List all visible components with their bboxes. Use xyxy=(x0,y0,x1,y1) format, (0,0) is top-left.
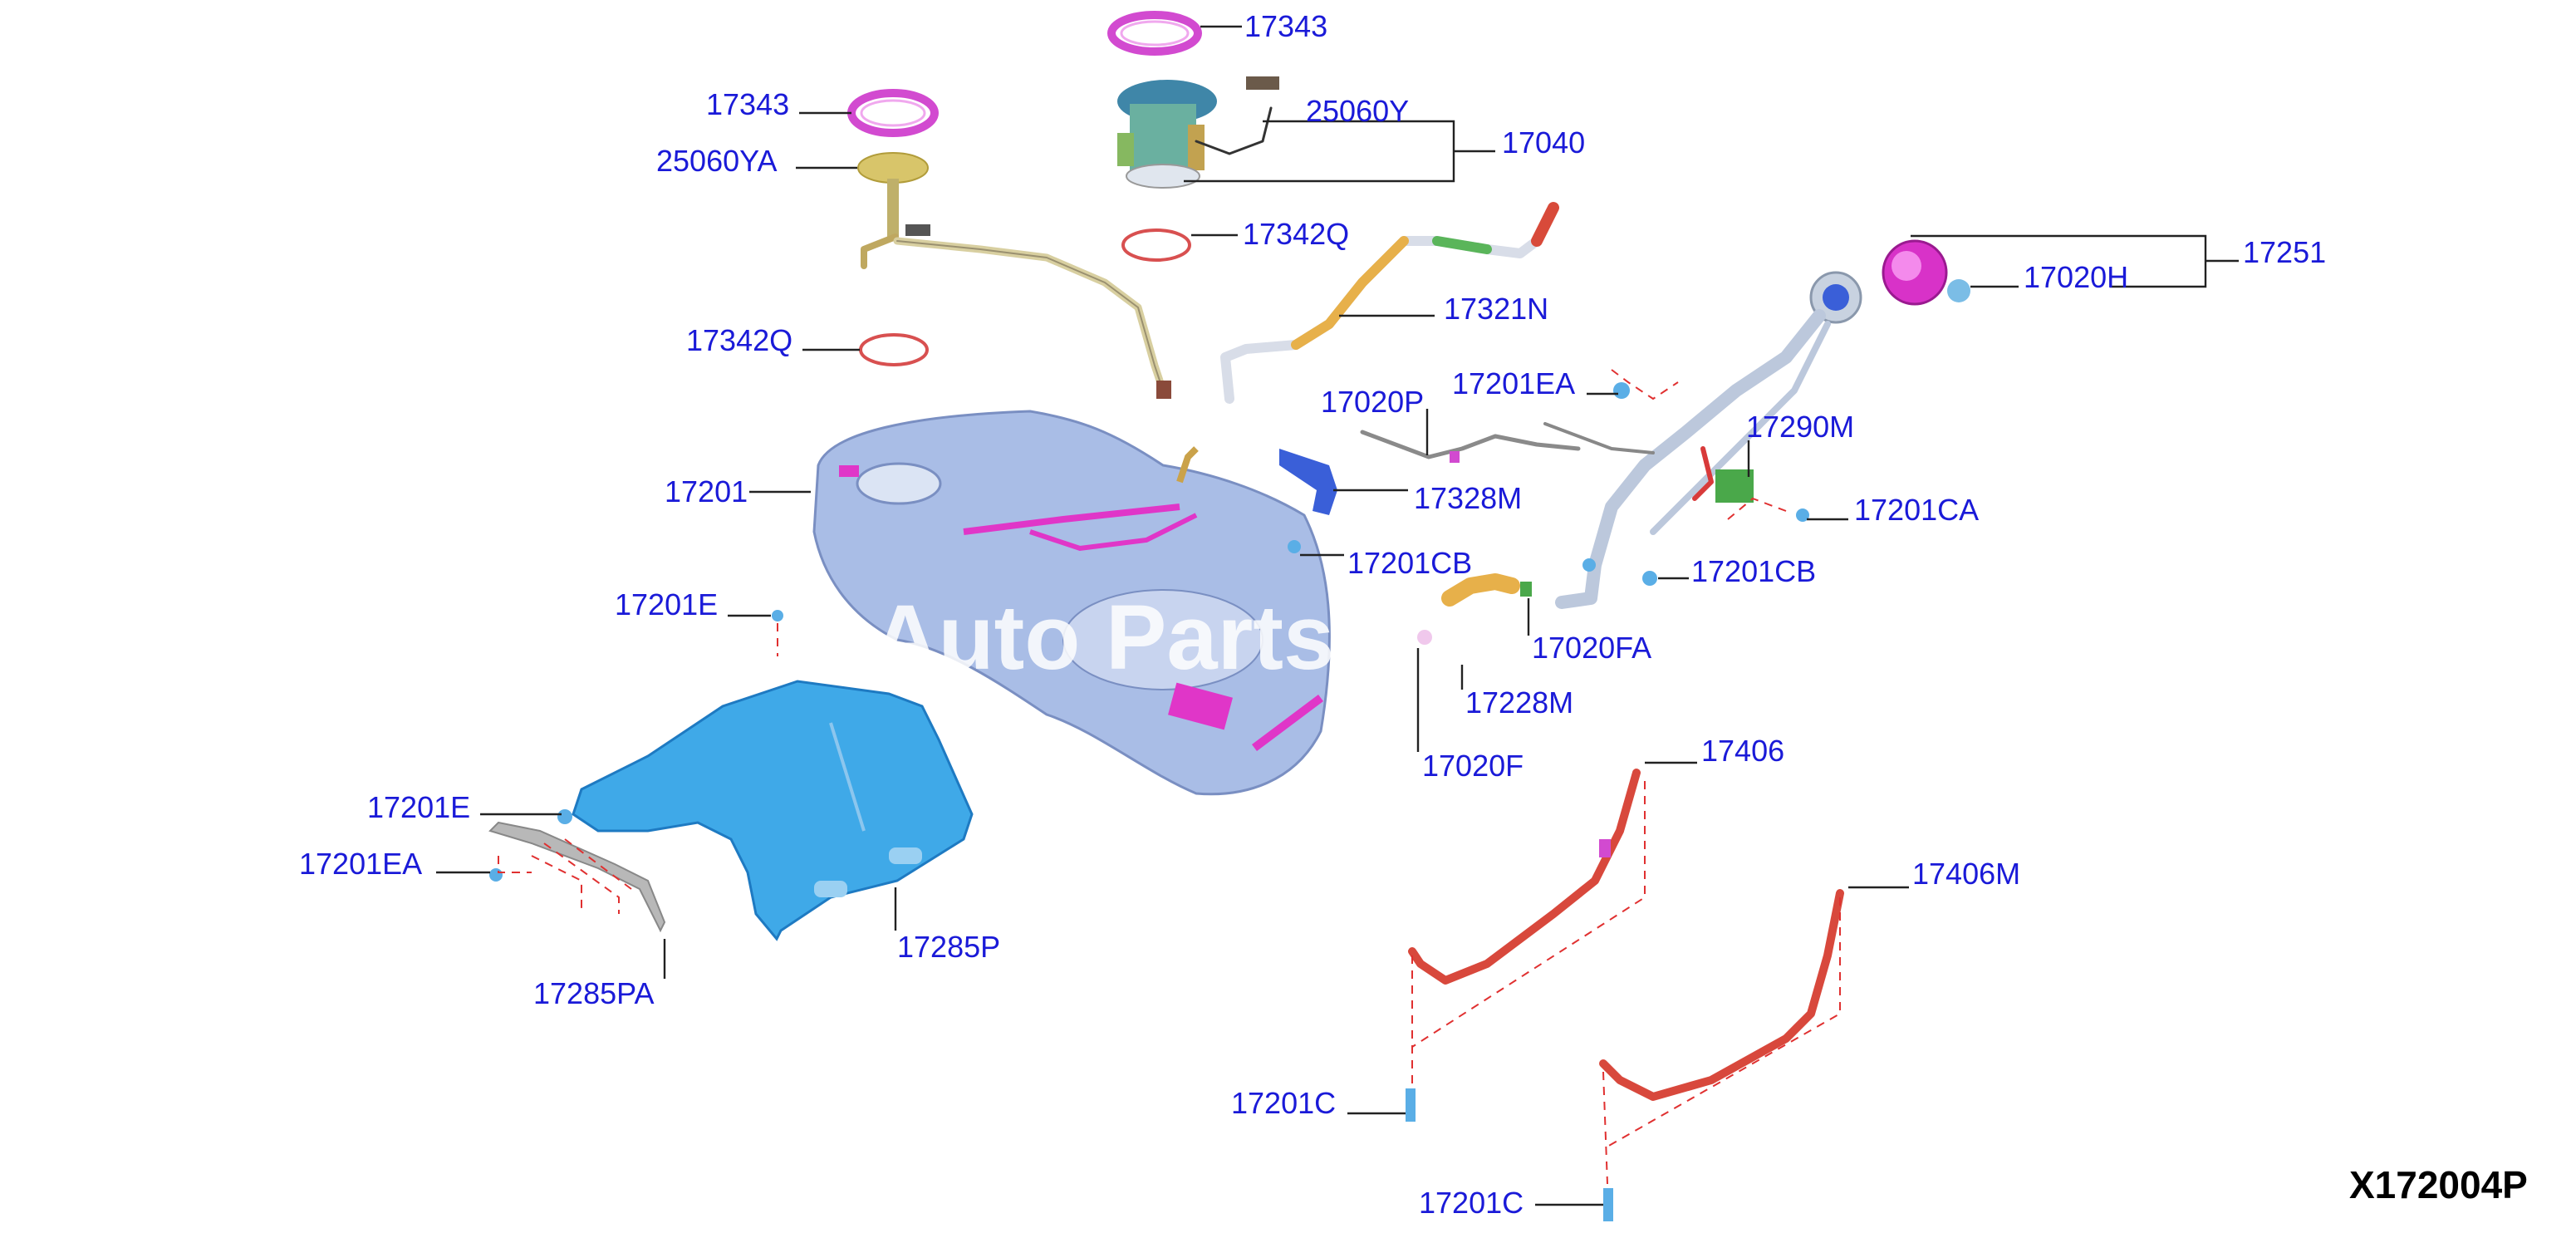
label-17040: 17040 xyxy=(1502,125,1585,160)
label-17285PA: 17285PA xyxy=(533,976,654,1010)
label-17020F: 17020F xyxy=(1422,749,1524,783)
part-17328M-bracket xyxy=(1279,449,1337,515)
part-17290M-filler-pipe xyxy=(1543,271,1862,609)
label-17406: 17406 xyxy=(1701,734,1784,768)
label-17201E-top: 17201E xyxy=(615,587,718,621)
part-17285PA-insulator xyxy=(488,821,666,933)
label-17228M: 17228M xyxy=(1465,685,1573,720)
part-17406-strap xyxy=(1408,769,1641,985)
fastener-bolts xyxy=(489,382,1809,1221)
watermark-text: Auto Parts xyxy=(872,587,1334,689)
label-25060YA: 25060YA xyxy=(656,144,777,178)
label-17406M: 17406M xyxy=(1912,857,2020,891)
label-17201C-left: 17201C xyxy=(1231,1086,1336,1120)
part-17321N-hose xyxy=(1220,202,1559,404)
label-17285P: 17285P xyxy=(897,930,1000,964)
part-17228M-hose xyxy=(1441,573,1532,607)
label-25060Y: 25060Y xyxy=(1306,94,1409,128)
label-17201CB-right: 17201CB xyxy=(1691,554,1816,588)
part-17406M-strap xyxy=(1599,889,1844,1101)
part-17343-ring-top xyxy=(1107,11,1202,56)
label-17342Q-left: 17342Q xyxy=(686,323,792,357)
part-17285P-heat-shield xyxy=(572,680,974,941)
part-17020P-line xyxy=(1360,430,1581,463)
label-17290M: 17290M xyxy=(1746,410,1854,444)
part-17343-ring-left xyxy=(847,89,939,137)
part-17342Q-oring-top xyxy=(1121,228,1191,262)
part-25060YA-sender xyxy=(857,152,1171,399)
label-17201C-bottom: 17201C xyxy=(1419,1186,1524,1220)
label-17343-left: 17343 xyxy=(706,87,789,121)
part-17201-fuel-tank xyxy=(812,410,1331,796)
label-17020P: 17020P xyxy=(1321,385,1424,419)
label-17201: 17201 xyxy=(665,474,748,508)
label-17201EA-bottom: 17201EA xyxy=(299,847,422,881)
leader-lines xyxy=(436,25,2239,1206)
label-17343-top: 17343 xyxy=(1244,9,1327,43)
part-17020H-clip xyxy=(1947,279,1970,302)
label-17321N: 17321N xyxy=(1444,292,1548,326)
label-17020H: 17020H xyxy=(2024,260,2128,294)
assembly-dash-lines xyxy=(498,369,1841,1185)
label-17201E-bottom: 17201E xyxy=(367,790,470,824)
part-17251-filler-cap xyxy=(1882,239,1948,306)
part-17040-fuel-pump-module xyxy=(1117,76,1279,189)
label-17201EA-top: 17201EA xyxy=(1452,366,1575,400)
label-17201CB-left: 17201CB xyxy=(1347,546,1472,580)
part-17342Q-oring-left xyxy=(859,333,929,366)
label-17020FA: 17020FA xyxy=(1532,631,1651,665)
diagram-code: X172004P xyxy=(2349,1163,2528,1206)
label-17201CA: 17201CA xyxy=(1854,493,1979,527)
label-17328M: 17328M xyxy=(1414,481,1522,515)
label-17251: 17251 xyxy=(2243,235,2326,269)
label-17342Q-top: 17342Q xyxy=(1243,217,1349,251)
